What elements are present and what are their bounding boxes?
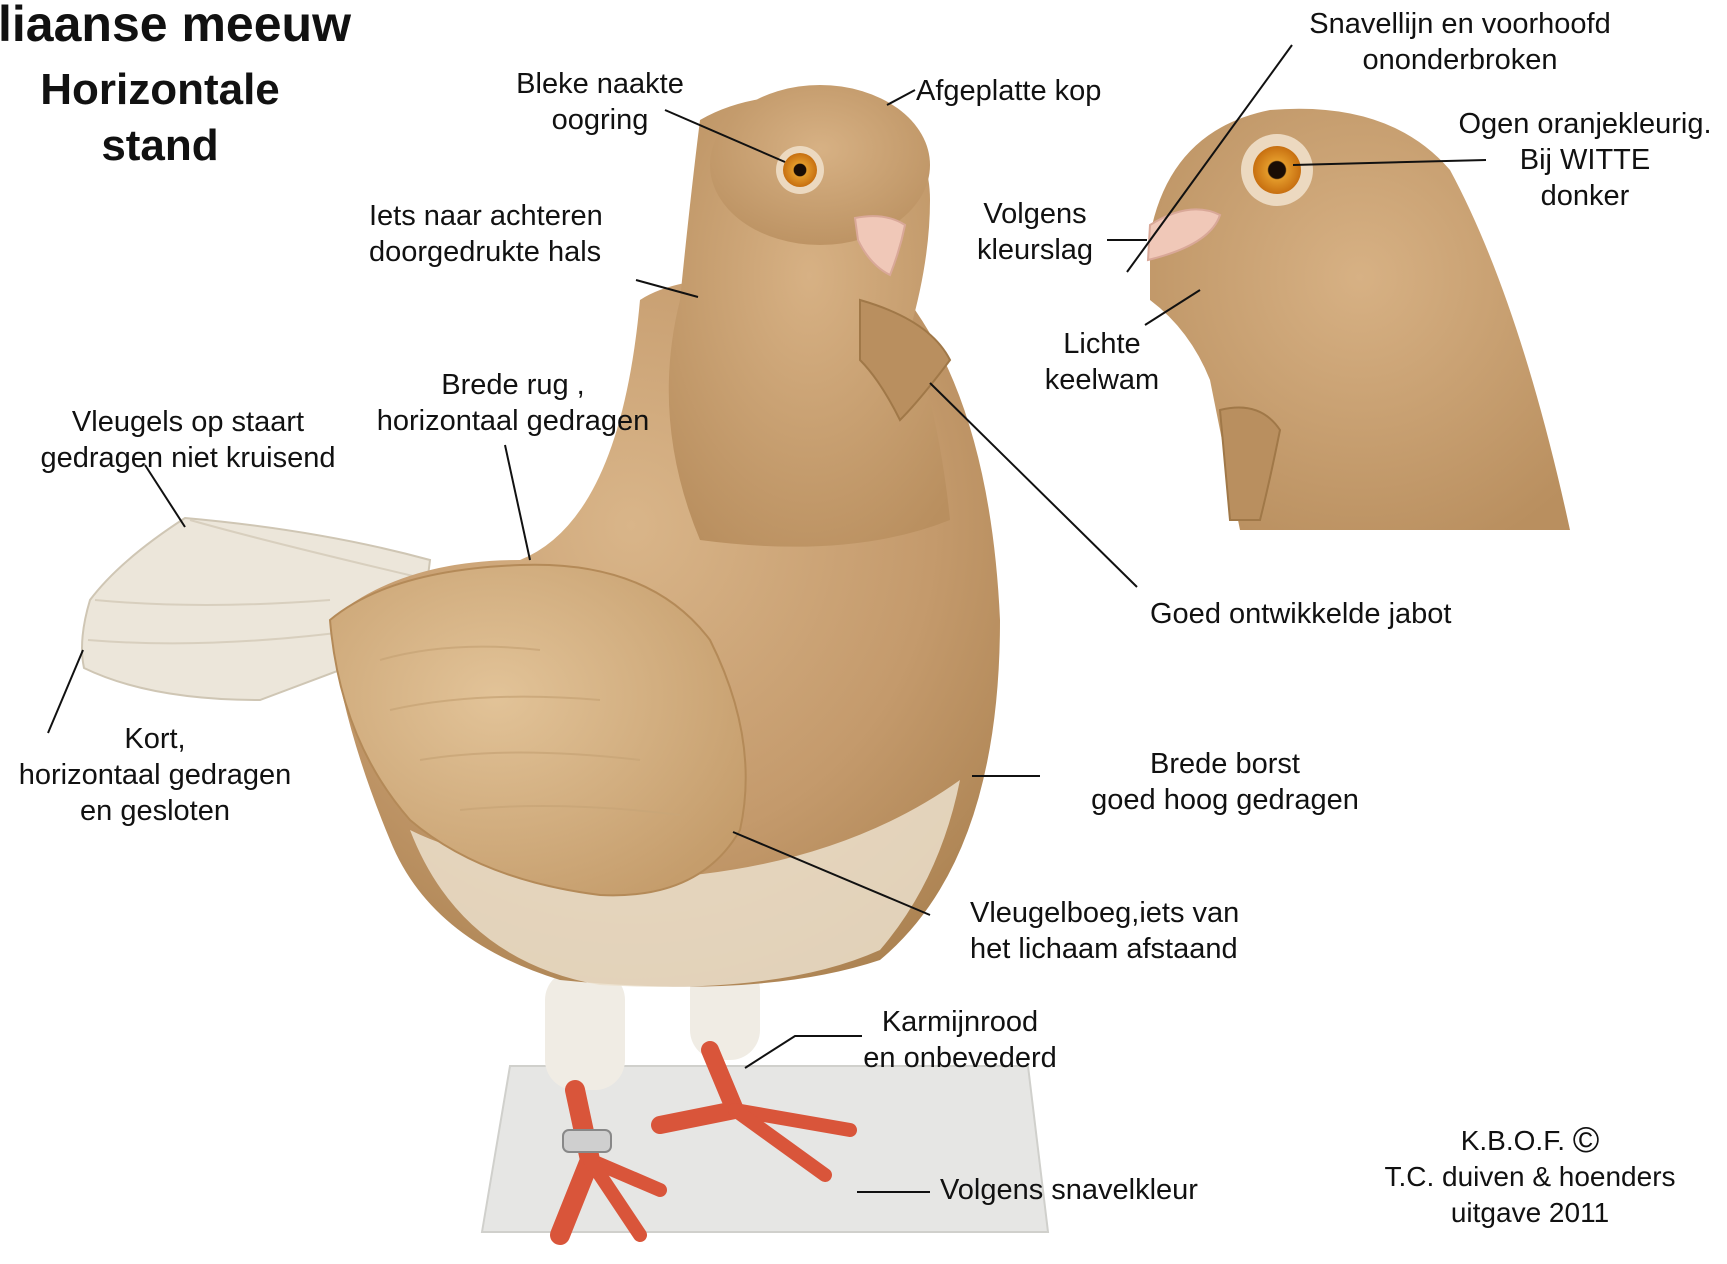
label-neck-line: doorgedrukte hals [369,234,603,270]
pigeon-wing [330,565,746,896]
label-beak-line: Snavellijn en voorhoofd ononderbroken [1290,6,1630,78]
credit-line-2: T.C. duiven & hoenders [1375,1159,1685,1195]
label-jabot: Goed ontwikkelde jabot [1150,596,1451,632]
label-chest-line: Brede borst [1080,746,1370,782]
label-chest-line: goed hoog gedragen [1080,782,1370,818]
credit-block: K.B.O.F. © T.C. duiven & hoenders uitgav… [1375,1122,1685,1231]
label-throat-line: Lichte [1032,326,1172,362]
credit-line-1: K.B.O.F. [1461,1125,1565,1156]
label-nails: Volgens snavelkleur [940,1172,1198,1208]
label-tail-line: horizontaal gedragen [10,757,300,793]
label-wings-line: Vleugels op staart [28,404,348,440]
label-throat-line: keelwam [1032,362,1172,398]
label-throat: Lichte keelwam [1032,326,1172,398]
label-eyes-line: Ogen oranjekleurig. [1440,106,1727,142]
label-wing-bend-line: Vleugelboeg,iets van [970,895,1239,931]
label-back-line: horizontaal gedragen [368,403,658,439]
label-wing-bend-line: het lichaam afstaand [970,931,1239,967]
label-back-line: Brede rug , [368,367,658,403]
label-beak-color: Volgens kleurslag [960,196,1110,268]
label-beak-color-line: kleurslag [960,232,1110,268]
label-eye-ring-line: oogring [490,102,710,138]
title-line-1: liaanse meeuw [0,0,351,52]
credit-line-3: uitgave 2011 [1375,1195,1685,1231]
label-eye-ring: Bleke naakte oogring [490,66,710,138]
label-beak-color-line: Volgens [960,196,1110,232]
title-line-2: Horizontale [15,62,305,118]
copyright-icon: © [1573,1119,1600,1160]
label-eyes-line: Bij WITTE [1440,142,1727,178]
title-line-3: stand [15,118,305,174]
label-back: Brede rug , horizontaal gedragen [368,367,658,439]
label-neck-line: Iets naar achteren [369,198,603,234]
label-tail-line: Kort, [10,721,300,757]
label-beak-line-line: ononderbroken [1290,42,1630,78]
label-legs-line: Karmijnrood [850,1004,1070,1040]
label-eye-ring-line: Bleke naakte [490,66,710,102]
label-neck: Iets naar achteren doorgedrukte hals [369,198,603,270]
leg-ring [563,1130,611,1152]
label-wing-bend: Vleugelboeg,iets van het lichaam afstaan… [970,895,1239,967]
label-flat-head: Afgeplatte kop [916,73,1101,109]
label-beak-line-line: Snavellijn en voorhoofd [1290,6,1630,42]
label-wings: Vleugels op staart gedragen niet kruisen… [28,404,348,476]
label-eyes-line: donker [1440,178,1727,214]
label-tail: Kort, horizontaal gedragen en gesloten [10,721,300,829]
pigeon-eye [783,153,817,187]
label-legs-line: en onbevederd [850,1040,1070,1076]
label-eyes: Ogen oranjekleurig. Bij WITTE donker [1440,106,1727,214]
label-chest: Brede borst goed hoog gedragen [1080,746,1370,818]
label-wings-line: gedragen niet kruisend [28,440,348,476]
label-tail-line: en gesloten [10,793,300,829]
label-legs: Karmijnrood en onbevederd [850,1004,1070,1076]
